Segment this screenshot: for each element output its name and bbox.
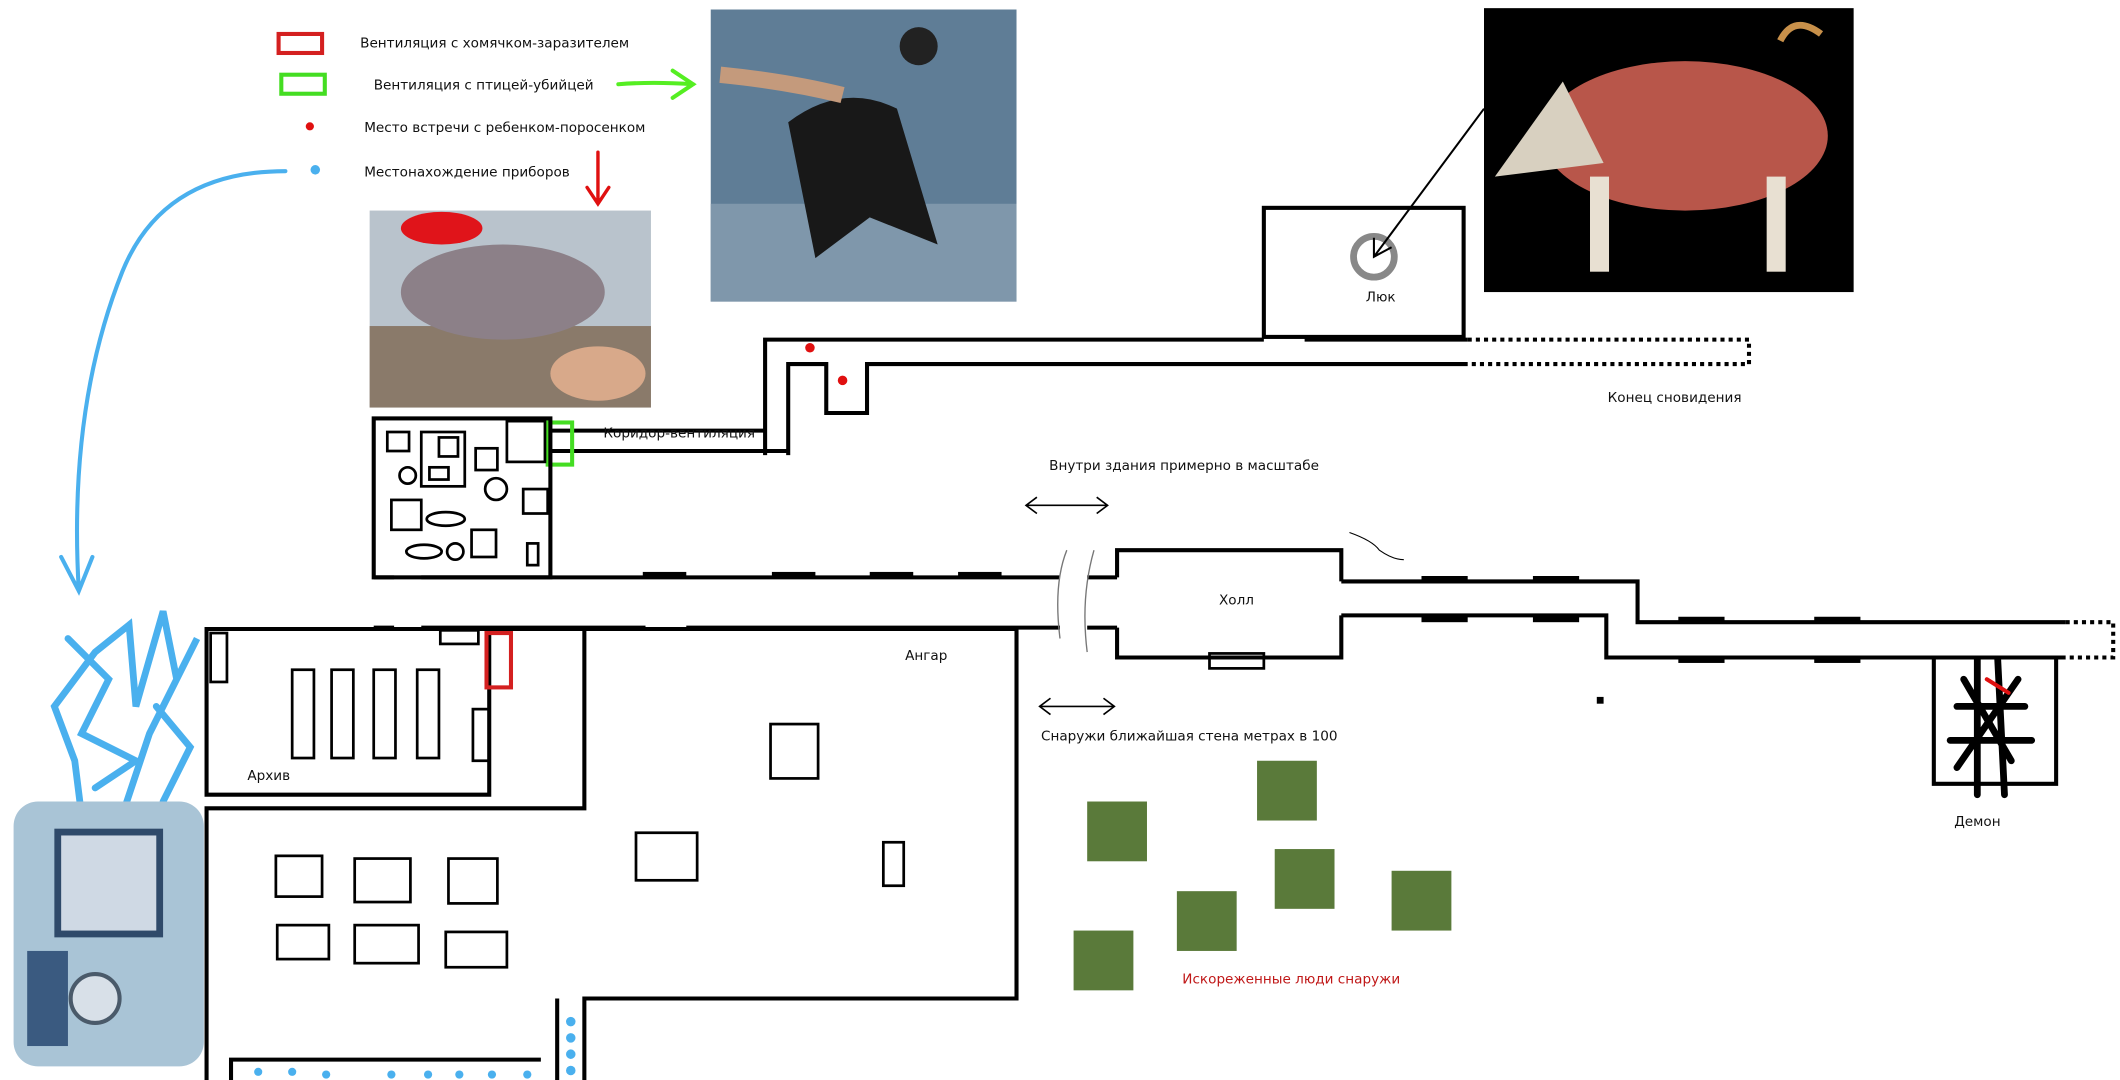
hatch-label: Люк [1366, 290, 1396, 306]
piglet-meeting-dot [837, 375, 848, 386]
right-corridor [1341, 576, 2116, 704]
scale-inside-label: Внутри здания примерно в масштабе [1049, 458, 1319, 474]
demon-label: Демон [1954, 814, 2000, 830]
legend-label: Место встречи с ребенком-поросенком [364, 120, 645, 136]
demon-room [1931, 657, 2059, 786]
bird-vent [545, 420, 575, 467]
hamster-photo [369, 210, 651, 408]
upper-corridor [763, 337, 1752, 456]
twisted-people-photos [1073, 760, 1452, 991]
hamster-vent [484, 631, 514, 690]
double-arrow-icon [1024, 496, 1109, 515]
legend: Вентиляция с хомячком-заразителем Вентил… [276, 31, 645, 181]
double-arrow-icon [1038, 697, 1116, 716]
demon-figure [1946, 655, 2036, 799]
legend-green-vent-swatch [279, 72, 327, 96]
bird-photo [710, 9, 1017, 302]
blue-scribble [50, 610, 201, 819]
hall-label: Холл [1219, 593, 1254, 609]
hall-door [1208, 652, 1266, 670]
red-arrow-icon [585, 150, 611, 207]
green-arrow-icon [616, 68, 697, 100]
hangar-label: Ангар [905, 648, 947, 664]
legend-red-dot [305, 122, 314, 131]
scale-outside-label: Снаружи ближайшая стена метрах в 100 [1041, 728, 1338, 744]
blue-curve-arrow-icon [59, 169, 288, 596]
piglet-meeting-dot [805, 343, 815, 353]
legend-red-vent-swatch [276, 31, 325, 56]
legend-label: Местонахождение приборов [364, 165, 570, 181]
hatch-icon [1350, 232, 1398, 281]
archive-label: Архив [247, 768, 290, 784]
pointer-arrow-icon [1372, 108, 1485, 259]
lab-room [371, 416, 553, 580]
legend-label: Вентиляция с хомячком-заразителем [360, 36, 629, 52]
pig-photo [1484, 8, 1854, 293]
legend-label: Вентиляция с птицей-убийцей [374, 78, 594, 94]
twisted-people-label: Искореженные люди снаружи [1182, 972, 1400, 988]
corridor-vent-label: Коридор-вентиляция [603, 425, 755, 441]
dream-end-label: Конец сновидения [1608, 390, 1742, 406]
archive-room [204, 626, 492, 797]
hatch-room [1261, 205, 1466, 339]
hangar-room [204, 626, 1019, 1080]
instrument-dots [254, 1016, 576, 1079]
vent-corridor [550, 428, 789, 454]
instrument-device [13, 801, 204, 1067]
legend-blue-dot [310, 165, 321, 175]
hall-room [1115, 548, 1344, 660]
